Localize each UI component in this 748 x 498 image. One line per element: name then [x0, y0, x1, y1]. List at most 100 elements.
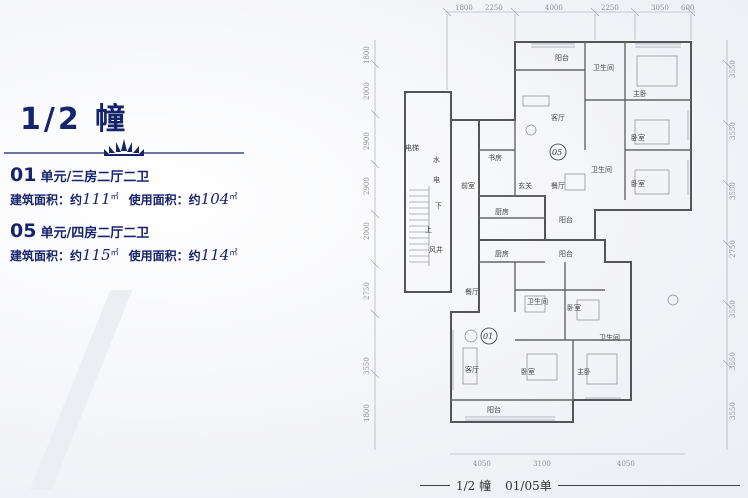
room-label-foyer: 玄关: [518, 181, 532, 190]
area-unit: ㎡: [229, 248, 238, 257]
room-label-study: 书房: [488, 153, 502, 162]
room-label-balcony: 阳台: [487, 405, 501, 414]
room-label-bathroom: 卫生间: [593, 63, 614, 72]
unit-description: 单元/四房二厅二卫: [40, 226, 150, 241]
floor-plan-drawing: 1800 2250 4000 2250 3050 600 4050 3100 4…: [363, 4, 737, 468]
unit-01-label: 01: [483, 332, 493, 341]
usable-area-label: 使用面积：约: [128, 249, 201, 263]
dim-left-label: 1800: [363, 404, 371, 422]
dim-top-label: 2250: [601, 4, 619, 12]
built-area-value: 111: [82, 190, 111, 208]
room-label-balcony: 阳台: [559, 215, 573, 224]
room-label-bedroom: 卧室: [631, 179, 645, 188]
dim-left-label: 3550: [363, 357, 371, 375]
stair-up-label: 上: [425, 225, 432, 234]
area-unit: ㎡: [229, 192, 238, 201]
room-label-dining-room: 餐厅: [551, 181, 565, 190]
dim-right-label: 3550: [729, 182, 737, 200]
unit-01-marker: [480, 327, 498, 345]
room-label-power: 电: [433, 175, 440, 184]
dim-top-label: 2250: [485, 4, 503, 12]
usable-area-value: 114: [200, 246, 230, 264]
built-area-label: 建筑面积：约: [10, 249, 83, 263]
bed-icon: [576, 299, 600, 321]
room-label-bedroom: 卧室: [521, 367, 535, 376]
caption-rule: [420, 484, 450, 486]
dim-top-label: 600: [681, 4, 694, 12]
bed-icon: [634, 119, 670, 145]
room-label-kitchen: 厨房: [495, 249, 509, 258]
plan-caption: 1/2 幢 01/05单: [420, 476, 740, 494]
room-label-dining-room: 餐厅: [465, 287, 479, 296]
bed-icon: [586, 353, 618, 385]
dim-left-label: 1800: [363, 46, 371, 64]
dim-left-label: 2000: [363, 82, 371, 100]
floor-plan: 1800 2250 4000 2250 3050 600 4050 3100 4…: [355, 0, 748, 498]
dim-top-label: 1800: [455, 4, 473, 12]
caption-rule: [557, 484, 740, 486]
dim-left-label: 2750: [363, 282, 371, 300]
room-label-living-room: 客厅: [465, 365, 479, 374]
dim-bottom-label: 4050: [473, 460, 491, 468]
room-label-living-room: 客厅: [551, 113, 565, 122]
bed-icon: [636, 55, 678, 87]
sofa-icon: [462, 347, 478, 385]
stair-down-label: 下: [435, 202, 442, 210]
bed-icon: [526, 353, 558, 381]
building-title: 1/2 幢: [20, 102, 129, 137]
dim-right-label: 3550: [729, 402, 737, 420]
unit-description: 单元/三房二厅二卫: [40, 170, 150, 185]
room-label-balcony: 阳台: [555, 53, 569, 62]
built-area-value: 115: [82, 246, 111, 264]
room-label-kitchen: 厨房: [495, 207, 509, 216]
room-label-shaft: 风井: [429, 245, 443, 254]
plant-icon: [464, 329, 478, 343]
dining-table-icon: [564, 173, 586, 191]
ornament-divider: [4, 139, 244, 156]
room-label-master-bedroom: 主卧: [633, 89, 647, 98]
dim-right-label: 3550: [729, 352, 737, 370]
usable-area-value: 104: [200, 190, 230, 208]
bed-icon: [634, 169, 670, 195]
room-label-bathroom: 卫生间: [591, 165, 612, 174]
room-label-bedroom: 卧室: [631, 133, 645, 142]
unit-code: 01: [10, 164, 37, 186]
room-label-bathroom: 卫生间: [599, 333, 620, 342]
unit-05-marker: [549, 143, 567, 161]
area-unit: ㎡: [110, 192, 119, 201]
dim-right-label: 3550: [729, 122, 737, 140]
caption-units: 01/05单: [505, 478, 552, 493]
dim-right-label: 2750: [729, 240, 737, 258]
caption-building: 1/2 幢: [456, 478, 492, 493]
dining-table-icon: [524, 295, 546, 313]
usable-area-label: 使用面积：约: [128, 193, 201, 207]
unit-code: 05: [10, 220, 37, 242]
dim-left-label: 2900: [363, 177, 371, 195]
room-label-lobby: 前室: [461, 181, 475, 190]
room-label-water: 水: [433, 155, 440, 164]
dim-left-label: 2900: [363, 132, 371, 150]
room-label-elevator: 电梯: [405, 143, 419, 152]
room-label-bathroom: 卫生间: [527, 297, 548, 306]
dim-bottom-label: 4050: [617, 460, 635, 468]
room-label-master-bedroom: 主卧: [577, 367, 591, 376]
dim-right-label: 3550: [729, 300, 737, 318]
unit-05-label: 05: [552, 148, 562, 157]
dim-top-label: 3050: [651, 4, 669, 12]
area-unit: ㎡: [110, 248, 119, 257]
plant-icon: [525, 124, 537, 136]
built-area-label: 建筑面积：约: [10, 193, 83, 207]
dim-top-label: 4000: [545, 4, 563, 12]
sofa-icon: [522, 95, 550, 107]
dim-bottom-label: 3100: [533, 460, 551, 468]
dim-left-label: 2000: [363, 222, 371, 240]
plant-icon: [667, 294, 679, 306]
dim-right-label: 3550: [729, 60, 737, 78]
room-label-bedroom: 卧室: [567, 303, 581, 312]
room-label-balcony: 阳台: [559, 249, 573, 258]
